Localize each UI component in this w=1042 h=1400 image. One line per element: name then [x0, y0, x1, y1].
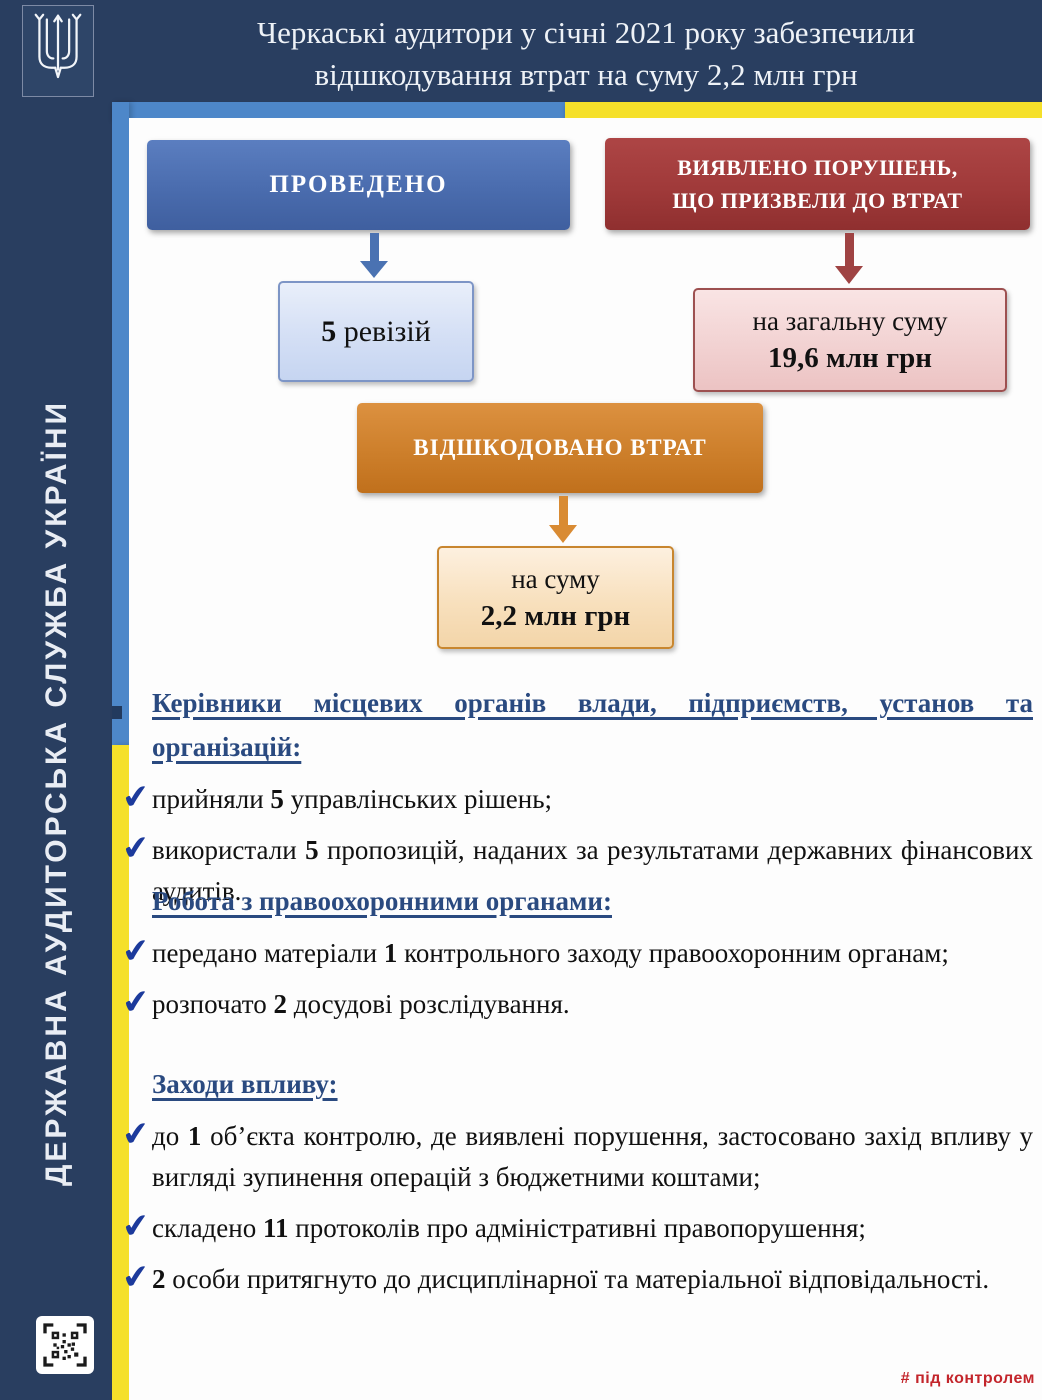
frame-stripe-left-blue [112, 102, 129, 745]
list-item: ✔ використали 5 пропозицій, наданих за р… [120, 827, 1033, 912]
page-title-line1: Черкаські аудитори у січні 2021 року заб… [256, 15, 915, 50]
section-local-authorities: Керівники місцевих органів влади, підпри… [120, 681, 1033, 912]
list-item-text: 2 особи притягнуто до дисциплінарної та … [152, 1264, 990, 1294]
decorative-notch [112, 706, 122, 719]
check-icon: ✔ [120, 1255, 152, 1298]
list-item-text: до 1 об’єкта контролю, де виявлені поруш… [152, 1121, 1033, 1192]
arrow-down-blue-icon [360, 233, 388, 278]
list-item-text: використали 5 пропозицій, наданих за рез… [152, 835, 1033, 906]
reimbursed-result-box: на суму 2,2 млн грн [437, 546, 674, 649]
reimbursed-amount: 2,2 млн грн [480, 599, 631, 632]
list-item-text: розпочато 2 досудові розслідування. [152, 989, 570, 1019]
check-icon: ✔ [120, 826, 152, 869]
conducted-header-box: ПРОВЕДЕНО [147, 140, 570, 230]
hashtag-label: # під контролем [900, 1370, 1035, 1387]
check-icon: ✔ [120, 1112, 152, 1155]
list-item-text: складено 11 протоколів про адміністратив… [152, 1213, 866, 1243]
list-item: ✔ передано матеріали 1 контрольного захо… [120, 930, 1033, 974]
sidebar-org-name: ДЕРЖАВНА АУДИТОРСЬКА СЛУЖБА УКРАЇНИ [12, 335, 102, 1250]
violations-result-line1: на загальну суму [752, 306, 948, 336]
page-title: Черкаські аудитори у січні 2021 року заб… [150, 12, 1022, 96]
frame-stripe-left-yellow [112, 745, 129, 1400]
qr-code [36, 1316, 94, 1374]
violations-header-box: ВИЯВЛЕНО ПОРУШЕНЬ, ЩО ПРИЗВЕЛИ ДО ВТРАТ [605, 138, 1030, 230]
list-item: ✔ 2 особи притягнуто до дисциплінарної т… [120, 1256, 1033, 1300]
list-item-text: передано матеріали 1 контрольного заходу… [152, 938, 949, 968]
violations-result-box: на загальну суму 19,6 млн грн [693, 288, 1007, 392]
qr-code-icon [43, 1323, 87, 1367]
check-icon: ✔ [120, 929, 152, 972]
check-icon: ✔ [120, 1204, 152, 1247]
reimbursed-label: ВІДШКОДОВАНО ВТРАТ [413, 435, 707, 460]
list-item: ✔ до 1 об’єкта контролю, де виявлені пор… [120, 1113, 1033, 1198]
violations-amount: 19,6 млн грн [768, 342, 932, 374]
list-item-text: прийняли 5 управлінських рішень; [152, 784, 553, 814]
check-icon: ✔ [120, 980, 152, 1023]
check-icon: ✔ [120, 775, 152, 818]
conducted-result: 5 ревізій [321, 314, 431, 348]
reimbursed-header-box: ВІДШКОДОВАНО ВТРАТ [357, 403, 763, 493]
org-name-text: ДЕРЖАВНА АУДИТОРСЬКА СЛУЖБА УКРАЇНИ [40, 399, 73, 1186]
frame-stripe-top-blue [112, 102, 565, 118]
reimbursed-result-line1: на суму [511, 563, 600, 594]
section-enforcement-measures: Заходи впливу: ✔ до 1 об’єкта контролю, … [120, 1062, 1033, 1300]
violations-label-line1: ВИЯВЛЕНО ПОРУШЕНЬ, [677, 155, 958, 180]
list-item: ✔ розпочато 2 досудові розслідування. [120, 981, 1033, 1025]
section-heading: Керівники місцевих органів влади, підпри… [152, 688, 1033, 762]
section-law-enforcement: Робота з правоохоронними органами: ✔ пер… [120, 879, 1033, 1025]
page-title-line2: відшкодування втрат на суму 2,2 млн грн [314, 57, 858, 92]
trident-icon [34, 13, 82, 79]
arrow-down-red-icon [835, 233, 863, 284]
arrow-down-orange-icon [549, 496, 577, 543]
list-item: ✔ прийняли 5 управлінських рішень; [120, 776, 1033, 820]
coat-of-arms-logo [22, 5, 94, 97]
list-item: ✔ складено 11 протоколів про адміністрат… [120, 1205, 1033, 1249]
conducted-label: ПРОВЕДЕНО [269, 171, 448, 198]
section-heading: Робота з правоохоронними органами: [152, 886, 612, 916]
frame-stripe-top-yellow [565, 102, 1042, 118]
violations-label-line2: ЩО ПРИЗВЕЛИ ДО ВТРАТ [672, 188, 963, 213]
conducted-result-box: 5 ревізій [278, 281, 474, 382]
section-heading: Заходи впливу: [152, 1069, 338, 1099]
